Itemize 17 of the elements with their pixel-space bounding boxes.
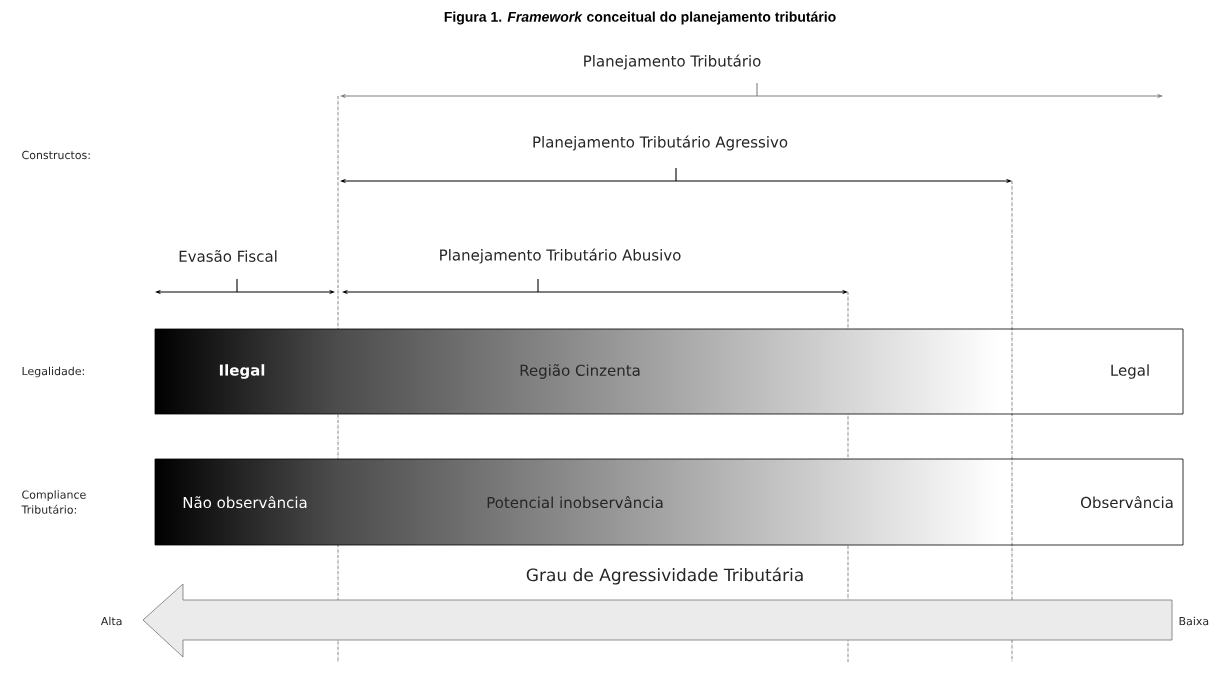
bar-label: Potencial inobservância <box>487 495 663 509</box>
span-label: Planejamento Tributário <box>584 54 761 70</box>
row-label: Legalidade: <box>22 366 84 378</box>
span-label: Evasão Fiscal <box>179 250 277 262</box>
span-label: Planejamento Tributário Abusivo <box>440 248 681 264</box>
bar-label: Observância <box>1081 495 1173 509</box>
bar-label: Região Cinzenta <box>520 364 640 379</box>
figure-title: Figura 1. Framework conceitual do planejamento tributário <box>444 11 836 25</box>
arrow-heading: Grau de Agressividade Tributária <box>526 567 803 585</box>
bar-label: Ilegal <box>219 364 265 379</box>
row-label: Constructos: <box>22 150 90 160</box>
end-label: Alta <box>100 616 122 626</box>
end-label: Baixa <box>1179 616 1209 626</box>
span-label: Planejamento Tributário Agressivo <box>533 135 788 151</box>
bar-label: Não observância <box>183 495 307 509</box>
bar-label: Legal <box>1111 364 1149 379</box>
row-label: Compliance Tributário: <box>21 490 86 514</box>
